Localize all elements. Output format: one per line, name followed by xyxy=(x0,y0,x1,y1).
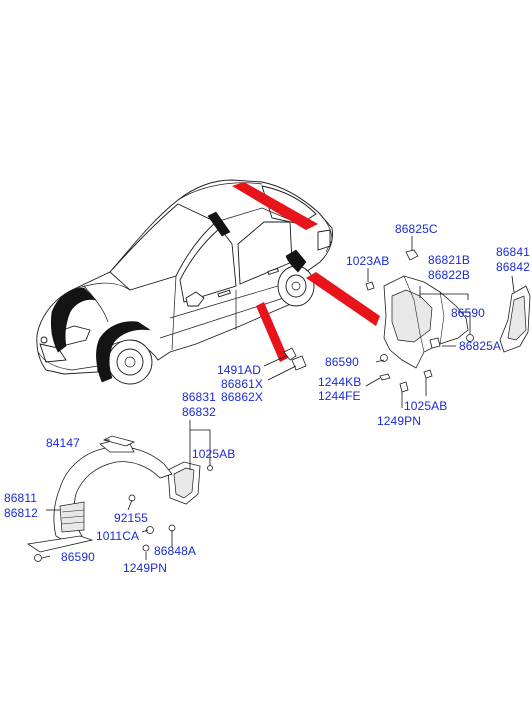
label-86825C: 86825C xyxy=(395,222,438,236)
front-liner-bottom xyxy=(26,535,94,553)
clip-86861X xyxy=(283,347,297,361)
label-86861X: 86861X xyxy=(221,377,263,391)
leader-lines-right xyxy=(365,236,515,408)
car-front-fender-liner xyxy=(50,287,97,353)
label-1249PN-right: 1249PN xyxy=(377,414,421,428)
bolt-1025AB-left xyxy=(207,465,213,471)
front-wheel-liner-assembly xyxy=(26,435,176,562)
car-rear-door-window xyxy=(237,221,293,285)
clip-86862X xyxy=(291,355,307,371)
label-86590-left: 86590 xyxy=(61,550,95,564)
label-1025AB-right: 1025AB xyxy=(404,399,447,413)
car-rear-wheel xyxy=(277,265,315,307)
label-86842: 86842 xyxy=(496,260,530,274)
car-side-mirror xyxy=(185,291,205,307)
label-86832: 86832 xyxy=(182,405,216,419)
leader-lines-left xyxy=(41,355,297,560)
bolt-1249PN-right xyxy=(399,381,409,393)
label-1244KB: 1244KB xyxy=(318,375,361,389)
pointer-rear-liner xyxy=(306,272,380,326)
label-86811: 86811 xyxy=(4,491,37,505)
rear-wheel-guard-assembly xyxy=(365,249,531,393)
label-86822B: 86822B xyxy=(428,268,470,282)
label-86841: 86841 xyxy=(496,245,530,259)
bracket-84147 xyxy=(102,435,136,447)
clip-86825C xyxy=(405,249,419,261)
label-86821B: 86821B xyxy=(428,253,470,267)
fastener-86590-right xyxy=(466,334,474,342)
label-1491AD: 1491AD xyxy=(217,363,261,377)
label-86590-mid: 86590 xyxy=(325,355,359,369)
label-86590-right: 86590 xyxy=(451,306,485,320)
label-86825A: 86825A xyxy=(459,339,501,353)
screw-1023AB xyxy=(365,281,375,291)
car-front-door-window xyxy=(179,227,237,303)
fastener-86590-left xyxy=(34,554,42,562)
fastener-86590-mid xyxy=(380,354,388,362)
label-86848A: 86848A xyxy=(154,544,196,558)
part-labels: 86825C 1023AB 86821B 86822B 86841 86842 … xyxy=(4,222,530,575)
label-84147: 84147 xyxy=(46,436,80,450)
label-86812: 86812 xyxy=(4,506,38,520)
pointer-mudguard xyxy=(256,302,288,362)
bolt-1025AB-right xyxy=(423,369,433,379)
label-86831: 86831 xyxy=(182,390,216,404)
label-1011CA: 1011CA xyxy=(96,529,139,543)
car-rear-fender-liner xyxy=(285,249,307,273)
label-1244FE: 1244FE xyxy=(318,389,361,403)
car-rear-arch-liner xyxy=(207,211,231,237)
clip-1011CA xyxy=(146,526,154,534)
label-86862X: 86862X xyxy=(221,390,263,404)
car-front-wheel xyxy=(107,339,153,385)
label-92155: 92155 xyxy=(114,511,148,525)
bolt-1249PN-left xyxy=(142,544,150,552)
label-1025AB-left: 1025AB xyxy=(192,447,235,461)
nut-86825A xyxy=(429,337,441,349)
pointer-front-liner xyxy=(232,182,318,230)
car-illustration xyxy=(36,179,333,385)
label-1249PN-left: 1249PN xyxy=(123,561,167,575)
bolt-1244KB xyxy=(379,373,391,381)
label-1023AB: 1023AB xyxy=(346,254,389,268)
car-grille xyxy=(39,343,67,363)
car-front-wheelhouse-liner xyxy=(96,321,151,383)
car-tail-light xyxy=(317,229,331,251)
